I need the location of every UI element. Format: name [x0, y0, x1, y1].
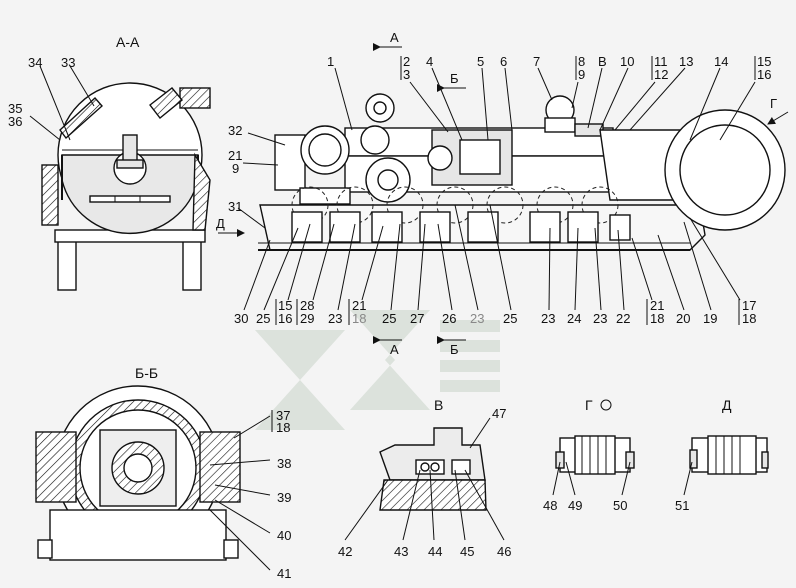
section-aa: А-А 34 33 35 36	[8, 34, 211, 291]
v-label-46: 46	[497, 544, 511, 559]
label-23a: 23	[328, 311, 342, 326]
label-5: 5	[477, 54, 484, 69]
aa-label-3: 35	[8, 101, 22, 116]
label-21b: 21	[352, 298, 366, 313]
section-aa-title: А-А	[116, 34, 140, 50]
v-label-44: 44	[428, 544, 442, 559]
label-15b: 15	[278, 298, 292, 313]
v-label-42: 42	[338, 544, 352, 559]
section-bb-title: Б-Б	[135, 365, 158, 381]
label-13: 13	[679, 54, 693, 69]
bb-label-40: 40	[277, 528, 291, 543]
label-28: 28	[300, 298, 314, 313]
label-12: 12	[654, 67, 668, 82]
label-23c: 23	[541, 311, 555, 326]
g-label-48: 48	[543, 498, 557, 513]
view-g: Г 48 49 50	[543, 397, 635, 513]
label-4: 4	[426, 54, 433, 69]
bb-label-37: 37	[276, 408, 290, 423]
label-19: 19	[703, 311, 717, 326]
arrow-a-top: А	[390, 30, 399, 45]
label-32: 32	[228, 123, 242, 138]
section-bb: Б-Б 37 18 38 39 40 41	[35, 365, 291, 581]
label-26: 26	[442, 311, 456, 326]
label-25a: 25	[256, 311, 270, 326]
arrow-b-top: Б	[450, 71, 459, 86]
aa-label-4: 36	[8, 114, 22, 129]
label-2: 2	[403, 54, 410, 69]
label-30: 30	[234, 311, 248, 326]
aa-label-1: 34	[28, 55, 42, 70]
label-25b: 25	[382, 311, 396, 326]
label-18c: 18	[650, 311, 664, 326]
view-v: В 47 42 43 44 45 46	[338, 397, 511, 559]
bb-label-39: 39	[277, 490, 291, 505]
view-d-title: Д	[722, 397, 732, 413]
label-8: 8	[578, 54, 585, 69]
aa-label-2: 33	[61, 55, 75, 70]
v-label-47: 47	[492, 406, 506, 421]
label-18d: 18	[742, 311, 756, 326]
label-9-left: 9	[232, 161, 239, 176]
arrow-b-bottom: Б	[450, 342, 459, 357]
main-view: А Б А Б Г Д	[216, 30, 789, 357]
arrow-d-view: Д	[216, 216, 225, 231]
label-18b: 18	[352, 311, 366, 326]
label-16: 16	[757, 67, 771, 82]
label-23d: 23	[593, 311, 607, 326]
v-label-45: 45	[460, 544, 474, 559]
bb-label-38: 38	[277, 456, 291, 471]
g-label-49: 49	[568, 498, 582, 513]
label-25c: 25	[503, 311, 517, 326]
label-21: 21	[228, 148, 242, 163]
label-15: 15	[757, 54, 771, 69]
label-14: 14	[714, 54, 728, 69]
label-16b: 16	[278, 311, 292, 326]
label-27: 27	[410, 311, 424, 326]
arrow-g-view: Г	[770, 96, 777, 111]
label-v: В	[598, 54, 607, 69]
v-label-43: 43	[394, 544, 408, 559]
label-7: 7	[533, 54, 540, 69]
label-22: 22	[616, 311, 630, 326]
label-10: 10	[620, 54, 634, 69]
label-21c: 21	[650, 298, 664, 313]
label-1: 1	[327, 54, 334, 69]
label-23b: 23	[470, 311, 484, 326]
bb-label-41: 41	[277, 566, 291, 581]
view-g-title: Г	[585, 397, 593, 413]
label-6: 6	[500, 54, 507, 69]
d-label-51: 51	[675, 498, 689, 513]
label-3: 3	[403, 67, 410, 82]
arrow-a-bottom: А	[390, 342, 399, 357]
label-31: 31	[228, 199, 242, 214]
watermark-logo	[255, 310, 500, 430]
label-29: 29	[300, 311, 314, 326]
label-24: 24	[567, 311, 581, 326]
label-11: 11	[654, 54, 668, 69]
label-17: 17	[742, 298, 756, 313]
label-20: 20	[676, 311, 690, 326]
label-9: 9	[578, 67, 585, 82]
view-v-title: В	[434, 397, 443, 413]
view-d: Д 51	[675, 397, 769, 513]
g-label-50: 50	[613, 498, 627, 513]
bb-label-18: 18	[276, 420, 290, 435]
